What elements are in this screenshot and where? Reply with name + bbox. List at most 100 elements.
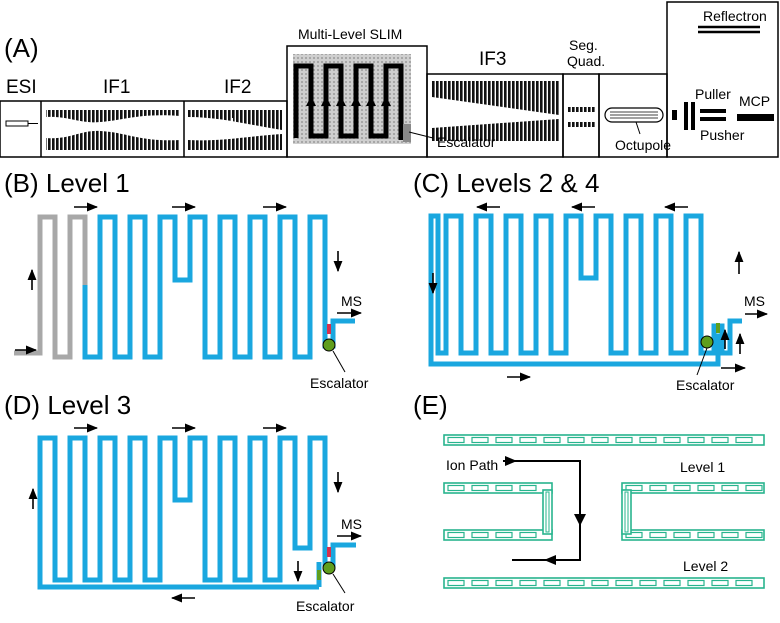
levels-2-4-return-path [428,213,730,367]
panel-c-title: (C) Levels 2 & 4 [413,168,599,198]
electrode-segment [663,436,681,444]
levels-2-4-ms-label: MS [744,293,765,309]
electrode-segment [567,436,585,444]
octupole [604,107,664,123]
level-2-right-electrodes [621,529,765,541]
electrode-segment [639,436,657,444]
level-2-left-electrodes [443,529,553,541]
level-3-direction-arrows [28,423,363,603]
level-2-bottom-electrodes [443,577,765,589]
electrode-arrays [443,434,765,589]
reflectron-label: Reflectron [703,8,767,24]
if3-funnel [432,81,559,141]
level-3-escalator [317,547,346,594]
electrode-segment [663,579,681,587]
electrode-segment [471,436,489,444]
if1-label: IF1 [103,77,130,98]
levels-2-4-upper-path [431,213,742,356]
electrode-segment [673,531,691,539]
if2-funnel [188,110,282,150]
level-1-label: Level 1 [680,459,725,475]
electrode-segment [519,531,537,539]
mcp-label: MCP [739,93,770,109]
level-3-slim-path [37,435,356,590]
escalator-right-wall-inner [624,491,629,533]
level-2-label: Level 2 [683,558,728,574]
levels-2-4-escalator-label: Escalator [676,377,735,393]
multi-level-slim-board [293,54,411,144]
electrode-segment [543,579,561,587]
ion-path-arrow-right [505,456,517,466]
octupole-leader-line [635,121,641,135]
esi-label: ESI [6,77,37,98]
electrode-segment [735,436,753,444]
level-1-direction-arrows [15,202,363,355]
escalator-label-a: Escalator [437,134,496,150]
levels-2-4-escalator [696,323,720,376]
level-3-escalator-label: Escalator [296,598,355,614]
electrode-segment [471,579,489,587]
electrode-segment [615,579,633,587]
ion-path-arrow-left [544,555,556,565]
escalator-left-wall [542,489,553,535]
electrode-segment [447,436,465,444]
tof-box [666,1,779,158]
electrode-segment [543,436,561,444]
electrode-segment [745,531,763,539]
electrode-segment [519,484,537,492]
escalator-leader-line [408,131,434,139]
panel-e-cross-section: (E) Ion Path Level 1 Level 2 [413,390,765,589]
level-1-left-electrodes [443,482,553,494]
electrode-segment [591,436,609,444]
pusher-label: Pusher [700,127,745,143]
multi-level-slim-label: Multi-Level SLIM [298,26,402,42]
electrode-segment [711,579,729,587]
level-1-top-electrodes [443,434,765,446]
electrode-segment [495,484,513,492]
electrode-segment [687,579,705,587]
if3-label: IF3 [479,49,506,70]
electrode-segment [745,484,763,492]
if1-funnel [46,110,180,150]
electrode-segment [687,436,705,444]
electrode-segment [471,531,489,539]
panel-e-title: (E) [413,390,448,420]
panel-a-instrument-schematic: (A) [0,1,779,158]
level-1-slim-path [82,214,355,360]
segmented-quadrupole [567,107,595,127]
escalator-left-wall-inner [545,491,550,533]
level-1-escalator [322,324,346,373]
level-1-escalator-label: Escalator [310,375,369,391]
electrode-segment [625,484,643,492]
ion-path-trajectory [503,460,581,561]
electrode-segment [649,531,667,539]
tof-components [672,25,774,130]
electrode-segment [495,531,513,539]
electrode-segment [447,531,465,539]
level-3-ms-label: MS [341,516,362,532]
electrode-segment [711,436,729,444]
esi-emitter [5,120,38,127]
electrode-segment [591,579,609,587]
ion-path-label: Ion Path [446,457,498,473]
inactive-path [14,214,88,360]
level-1-ms-label: MS [341,293,362,309]
if2-label: IF2 [224,77,251,98]
electrode-segment [447,579,465,587]
panel-d-level-3: (D) Level 3 MS Escalator [4,390,363,614]
electrode-segment [735,579,753,587]
octupole-label: Octupole [615,137,671,153]
electrode-segment [697,484,715,492]
electrode-segment [721,531,739,539]
electrode-segment [721,484,739,492]
panel-d-title: (D) Level 3 [4,390,131,420]
electrode-segment [639,579,657,587]
electrode-segment [447,484,465,492]
ion-path-arrow-down [574,514,586,526]
seg-quad-label-line2: Quad. [567,53,605,69]
levels-2-4-direction-arrows [428,202,769,382]
panel-c-levels-2-4: (C) Levels 2 & 4 MS Escalator [413,168,769,393]
panel-a-letter: (A) [4,33,39,63]
electrode-segment [567,579,585,587]
